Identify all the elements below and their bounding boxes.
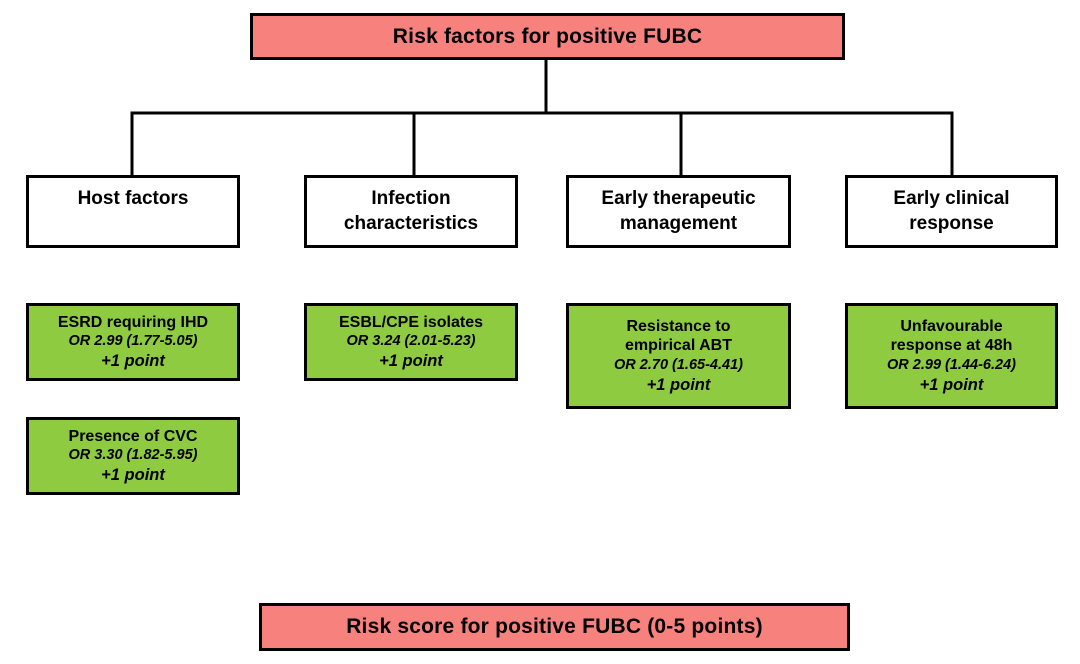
factor-box-esrd-ihd: ESRD requiring IHD OR 2.99 (1.77-5.05) +… [26, 303, 240, 381]
category-box-early-therapeutic-management: Early therapeutic management [566, 175, 791, 248]
factor-box-esbl-cpe: ESBL/CPE isolates OR 3.24 (2.01-5.23) +1… [304, 303, 518, 381]
factor-points: +1 point [646, 375, 711, 394]
score-label: Risk score for positive FUBC (0-5 points… [346, 615, 763, 638]
factor-odds-ratio: OR 3.30 (1.82-5.95) [68, 447, 198, 464]
factor-odds-ratio: OR 3.24 (2.01-5.23) [346, 333, 476, 350]
title-box: Risk factors for positive FUBC [250, 13, 845, 60]
factor-name: ESRD requiring IHD [57, 313, 209, 331]
factor-odds-ratio: OR 2.99 (1.44-6.24) [887, 356, 1016, 373]
factor-name: Presence of CVC [68, 427, 198, 445]
category-box-early-clinical-response: Early clinical response [845, 175, 1058, 248]
factor-box-resistance-empirical-abt: Resistance to empirical ABT OR 2.70 (1.6… [566, 303, 791, 409]
factor-name: Unfavourable response at 48h [890, 317, 1013, 355]
category-box-host-factors: Host factors [26, 175, 240, 248]
category-label: Host factors [77, 188, 189, 209]
category-box-infection-characteristics: Infection characteristics [304, 175, 518, 248]
factor-points: +1 point [379, 351, 443, 370]
factor-points: +1 point [919, 375, 984, 394]
factor-odds-ratio: OR 2.99 (1.77-5.05) [68, 333, 198, 350]
factor-name: ESBL/CPE isolates [338, 313, 484, 331]
category-label: Early therapeutic management [601, 187, 756, 234]
factor-box-presence-of-cvc: Presence of CVC OR 3.30 (1.82-5.95) +1 p… [26, 417, 240, 495]
factor-name: Resistance to empirical ABT [625, 317, 732, 355]
score-box: Risk score for positive FUBC (0-5 points… [259, 603, 850, 651]
factor-box-unfavourable-response-48h: Unfavourable response at 48h OR 2.99 (1.… [845, 303, 1058, 409]
factor-odds-ratio: OR 2.70 (1.65-4.41) [614, 356, 743, 373]
factor-points: +1 point [101, 465, 165, 484]
category-label: Infection characteristics [343, 187, 479, 234]
diagram-title: Risk factors for positive FUBC [392, 24, 703, 48]
factor-points: +1 point [101, 351, 165, 370]
category-label: Early clinical response [893, 187, 1010, 234]
